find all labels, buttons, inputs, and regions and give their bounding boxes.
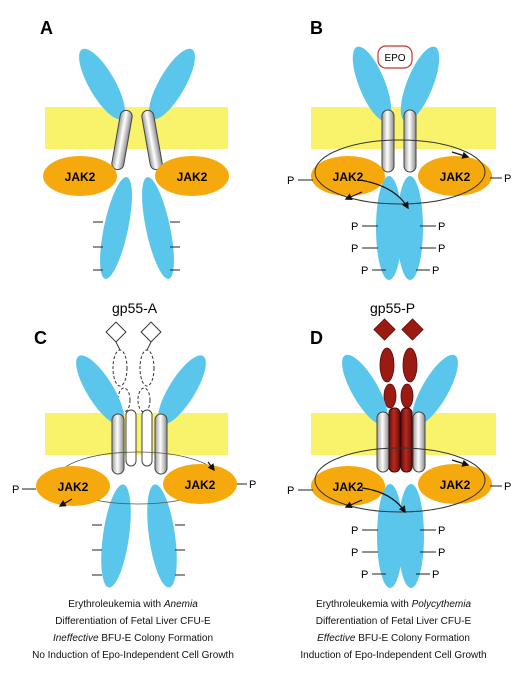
caption-right: Erythroleukemia with Polycythemia Differ… (266, 596, 521, 664)
caption-right-line: Differentiation of Fetal Liver CFU-E (266, 613, 521, 630)
phospho-d-1: P (287, 485, 294, 497)
panel-c: C gp55-A JAK2 JAK2 (12, 300, 256, 589)
phospho-b-4: P (351, 243, 358, 255)
jak2-left-d-label: JAK2 (333, 480, 364, 494)
phospho-b-6: P (438, 221, 445, 233)
jak2-right-d-label: JAK2 (440, 478, 471, 492)
gp55-p-label: gp55-P (370, 300, 415, 316)
jak2-right-c-label: JAK2 (185, 478, 216, 492)
panel-d-letter: D (310, 328, 323, 348)
membrane-a (45, 107, 228, 149)
receptor-cytoplasmic-right-d (398, 484, 424, 588)
phospho-b-8: P (432, 265, 439, 277)
gp55-a-label: gp55-A (112, 300, 158, 316)
phospho-b-3: P (351, 221, 358, 233)
panel-c-letter: C (34, 328, 47, 348)
tm-helix-left-d (377, 412, 389, 472)
phospho-d-4: P (351, 547, 358, 559)
phospho-c-2: P (249, 479, 256, 491)
caption-left-line: Erythroleukemia with Anemia (0, 596, 266, 613)
tm-gp55-left-d (389, 408, 400, 472)
jak2-left-a-label: JAK2 (65, 170, 96, 184)
tm-helix-right-d (413, 412, 425, 472)
caption-right-line: Induction of Epo-Independent Cell Growth (266, 647, 521, 664)
receptor-cytoplasmic-right-b (397, 176, 423, 280)
phospho-b-1: P (287, 175, 294, 187)
caption-right-line: Erythroleukemia with Polycythemia (266, 596, 521, 613)
caption-left-line: Ineffective BFU-E Colony Formation (0, 630, 266, 647)
phospho-b-7: P (438, 243, 445, 255)
phospho-b-2: P (504, 173, 511, 185)
caption-left-line: No Induction of Epo-Independent Cell Gro… (0, 647, 266, 664)
jak2-right-b-label: JAK2 (440, 170, 471, 184)
phospho-d-7: P (438, 547, 445, 559)
tm-gp55-right-d (401, 408, 412, 472)
panel-b-letter: B (310, 18, 323, 38)
tm-gp55-left-c (126, 410, 136, 466)
panel-d: D gp55-P JAK2 JAK2 P (287, 300, 511, 588)
phospho-d-6: P (438, 525, 445, 537)
phospho-b-5: P (361, 265, 368, 277)
phospho-d-2: P (504, 481, 511, 493)
tm-helix-right-c (155, 414, 167, 474)
jak2-left-b-label: JAK2 (333, 170, 364, 184)
epo-receptor-diagram: A JAK2 JAK2 B EPO JAK2 JAK2 (0, 0, 521, 600)
epo-label: EPO (384, 53, 405, 64)
jak2-left-c-label: JAK2 (58, 480, 89, 494)
jak2-right-a-label: JAK2 (177, 170, 208, 184)
phospho-d-8: P (432, 569, 439, 581)
caption-left-line: Differentiation of Fetal Liver CFU-E (0, 613, 266, 630)
tm-gp55-right-c (142, 410, 152, 466)
caption-right-line: Effective BFU-E Colony Formation (266, 630, 521, 647)
phospho-d-3: P (351, 525, 358, 537)
phospho-c-1: P (12, 484, 19, 496)
panel-a: A JAK2 JAK2 (40, 18, 229, 281)
panel-a-letter: A (40, 18, 53, 38)
receptor-cytoplasmic-left-c (96, 483, 136, 590)
phospho-d-5: P (361, 569, 368, 581)
panel-b: B EPO JAK2 JAK2 P P P P P P P P (287, 18, 511, 280)
tm-helix-right-b (404, 110, 416, 172)
tm-helix-left-c (112, 414, 124, 474)
caption-left: Erythroleukemia with Anemia Differentiat… (0, 596, 266, 664)
